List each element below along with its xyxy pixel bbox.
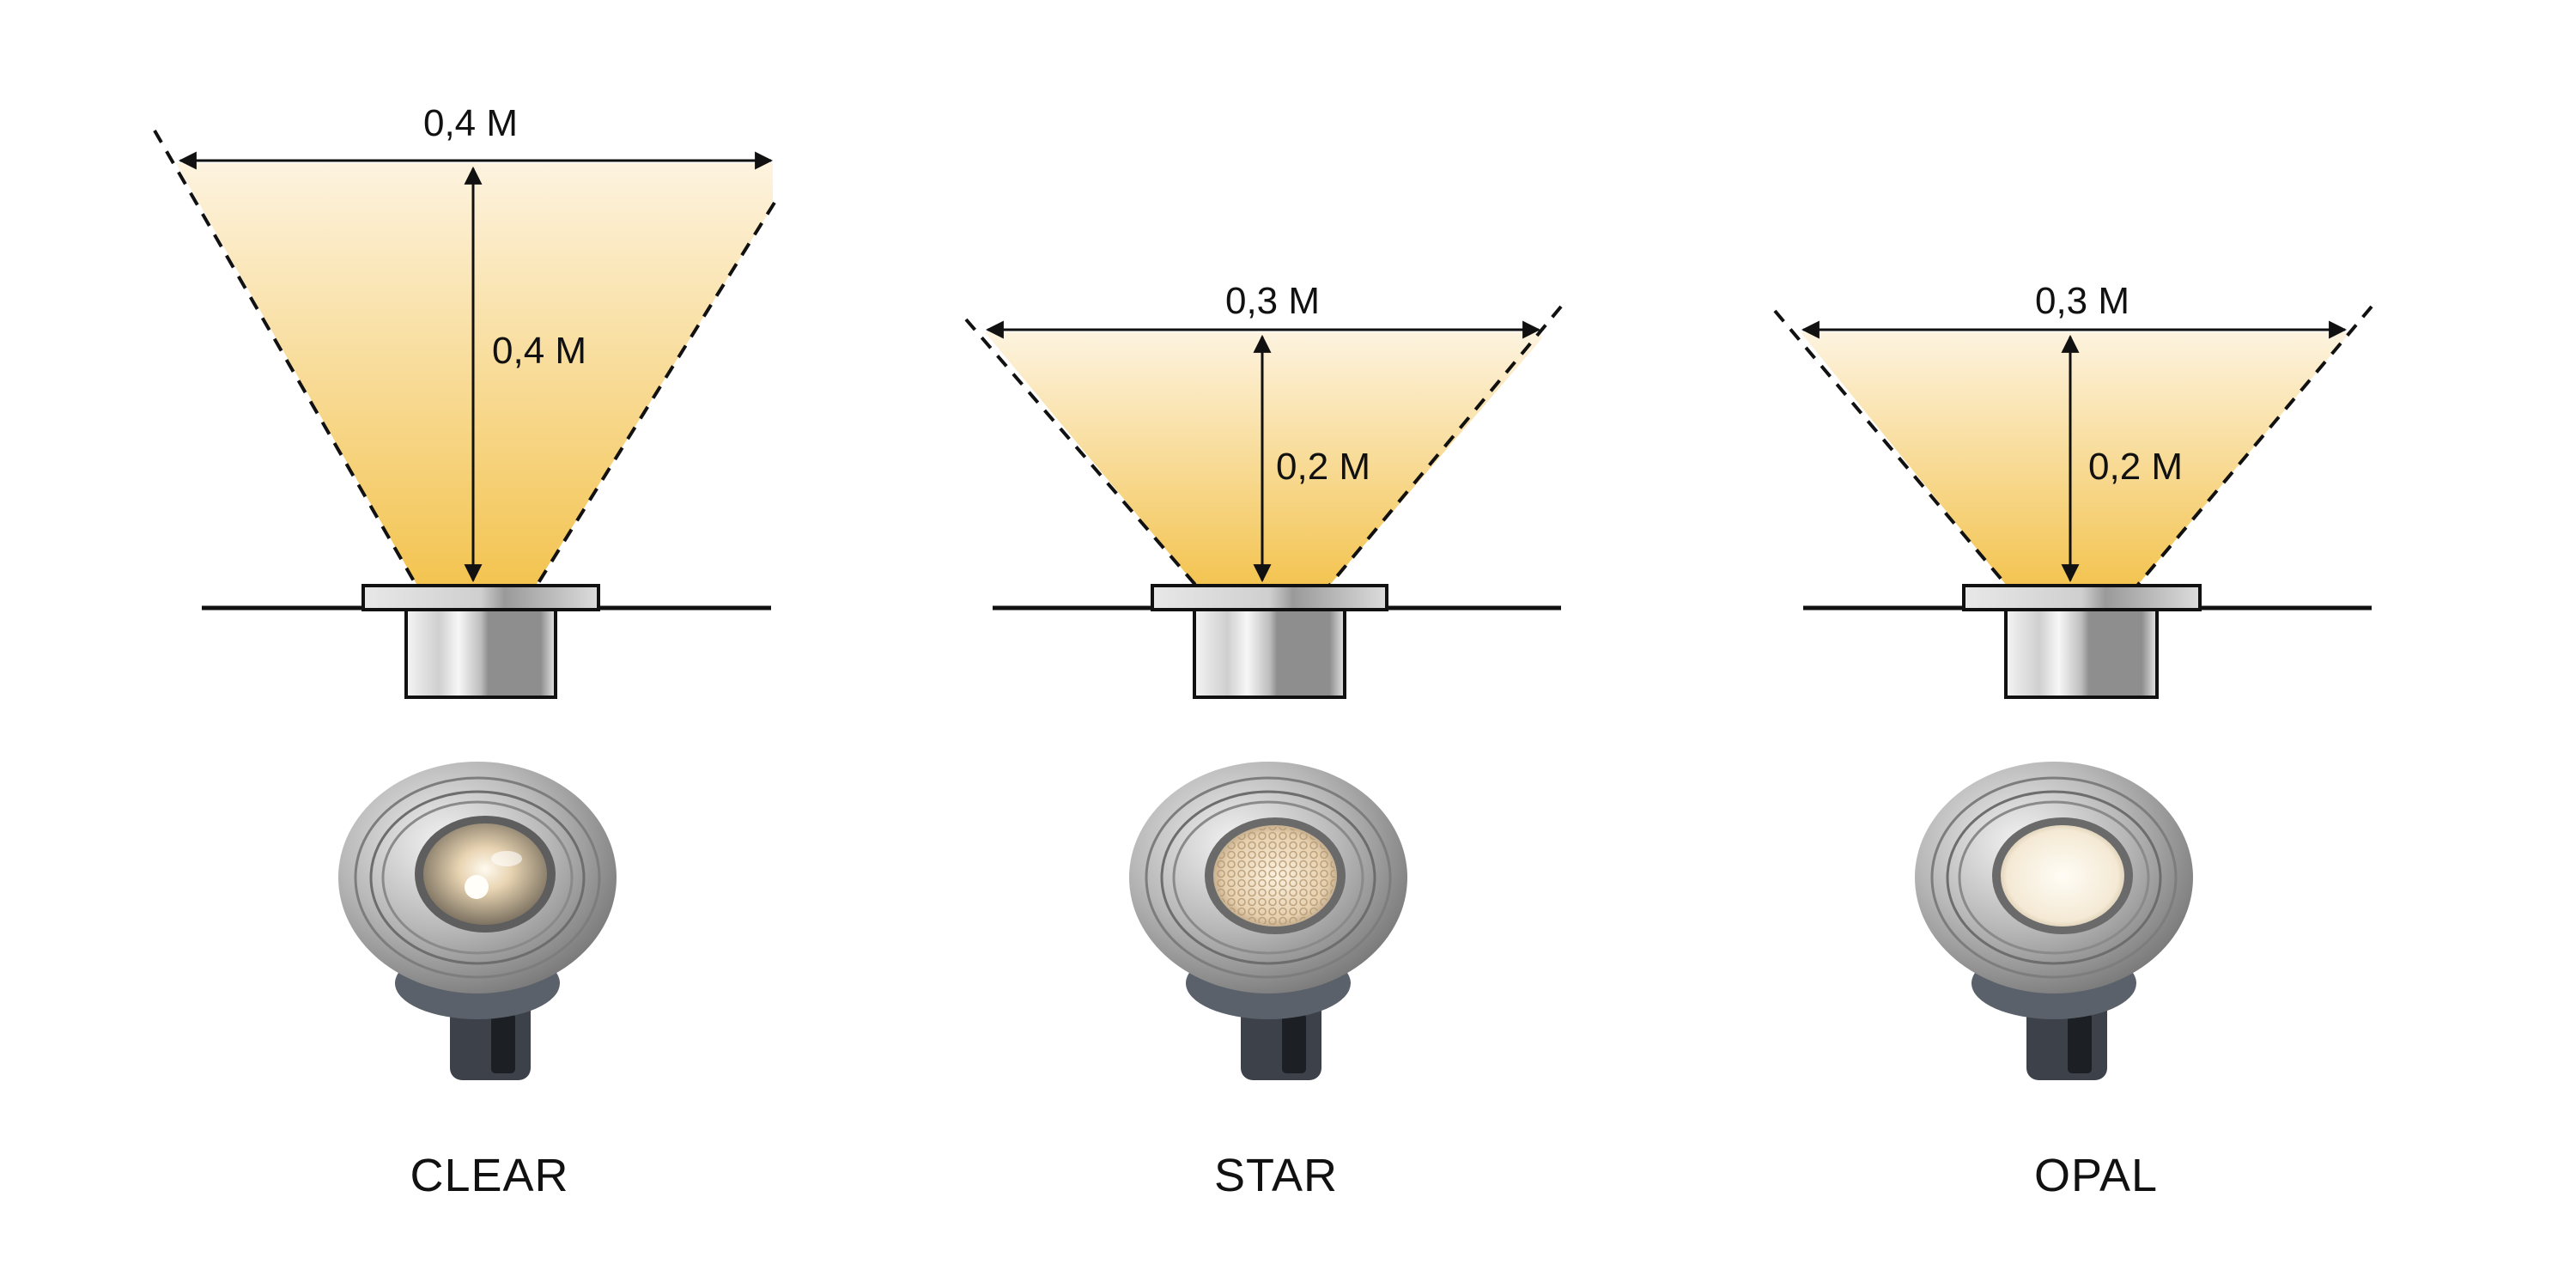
fixture-caption-clear: CLEAR	[410, 1150, 569, 1201]
beam-edge-right	[2136, 305, 2373, 587]
depth-label: 0,2 M	[1276, 446, 1370, 488]
fixture-opal: 0,3 M 0,2 M	[1773, 280, 2373, 1080]
beam-edge-right	[1327, 305, 1563, 587]
beam-edge-left	[153, 130, 418, 586]
fixture-clear: 0,4 M 0,4 M	[153, 102, 776, 1080]
fixture-caption-star: STAR	[1213, 1150, 1338, 1201]
depth-label: 0,4 M	[492, 330, 586, 372]
clear-lens-product-photo	[338, 762, 617, 1080]
width-label: 0,3 M	[2035, 280, 2129, 322]
opal-lens-product-photo	[1915, 762, 2193, 1080]
light-beam	[1801, 332, 2347, 586]
beam-edge-left	[1773, 309, 2008, 587]
star-lens-product-photo	[1129, 762, 1407, 1080]
fixture-caption-opal: OPAL	[2033, 1150, 2159, 1201]
fixture-flange	[1962, 584, 2202, 611]
fixture-flange	[361, 584, 600, 611]
fixture-body	[404, 608, 557, 699]
fixture-star: 0,3 M 0,2 M	[964, 280, 1563, 1080]
width-label: 0,3 M	[1225, 280, 1320, 322]
width-label: 0,4 M	[423, 102, 518, 144]
beam-edge-right	[535, 201, 776, 587]
depth-label: 0,2 M	[2088, 446, 2183, 488]
fixture-body	[2004, 608, 2159, 699]
fixture-flange	[1151, 584, 1388, 611]
fixture-body	[1193, 608, 1346, 699]
beam-edge-left	[964, 318, 1198, 587]
